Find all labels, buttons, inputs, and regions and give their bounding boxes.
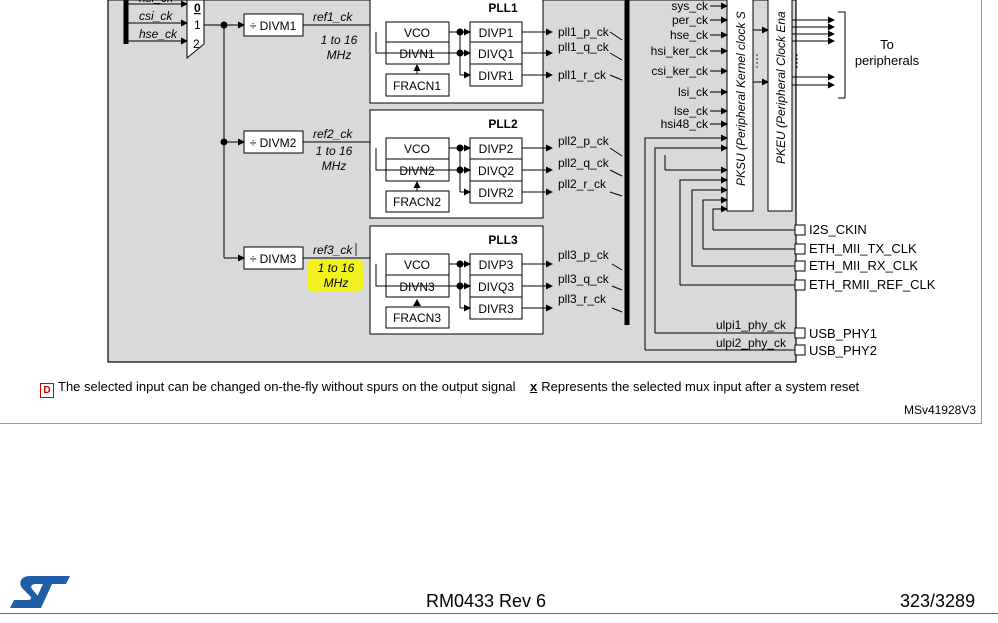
pll-output-wiring xyxy=(609,31,623,313)
pin-eth-rmii: ETH_RMII_REF_CLK xyxy=(809,277,936,292)
pll2-r-label: pll2_r_ck xyxy=(558,177,607,191)
divr2-label: DIVR2 xyxy=(478,186,514,200)
mux-sel-0: 0 xyxy=(194,1,201,15)
pll1-q-label: pll1_q_ck xyxy=(558,40,610,54)
range1-line2: MHz xyxy=(327,48,352,62)
range3-line2: MHz xyxy=(324,276,349,290)
pin-eth-tx: ETH_MII_TX_CLK xyxy=(809,241,917,256)
clk-csi-ker: csi_ker_ck xyxy=(651,64,709,78)
to-peripherals-line2: peripherals xyxy=(855,53,920,68)
clk-hsi48: hsi48_ck xyxy=(661,117,709,131)
pll1-p-label: pll1_p_ck xyxy=(558,25,610,39)
clk-sys: sys_ck xyxy=(671,0,709,13)
pin-squares xyxy=(794,224,806,356)
range2-line1: 1 to 16 xyxy=(316,144,353,158)
pll2-q-label: pll2_q_ck xyxy=(558,156,610,170)
figure-id: MSv41928V3 xyxy=(903,403,976,417)
mux-sel-1: 1 xyxy=(194,18,201,32)
pll3-p-label: pll3_p_ck xyxy=(558,248,610,262)
pll3-q-label: pll3_q_ck xyxy=(558,272,610,286)
vco3-label: VCO xyxy=(404,258,430,272)
range-highlight xyxy=(307,259,363,292)
clk-hsi-ker: hsi_ker_ck xyxy=(651,44,709,58)
pin-eth-rx: ETH_MII_RX_CLK xyxy=(809,258,918,273)
divp3-label: DIVP3 xyxy=(479,258,514,272)
fracn3-label: FRACN3 xyxy=(393,311,441,325)
divr1-label: DIVR1 xyxy=(478,69,514,83)
pll2-title: PLL2 xyxy=(488,117,518,131)
pin-usb-phy1: USB_PHY1 xyxy=(809,326,877,341)
pksu-column xyxy=(726,0,754,212)
legend-on-the-fly: D The selected input can be changed on-th… xyxy=(40,379,515,398)
fracn1-label: FRACN1 xyxy=(393,79,441,93)
divn1-label: DIVN1 xyxy=(399,47,435,61)
fracn3-box xyxy=(385,306,450,329)
divq2-label: DIVQ2 xyxy=(478,164,514,178)
pll2-p-label: pll2_p_ck xyxy=(558,134,610,148)
range3-line1: 1 to 16 xyxy=(318,261,355,275)
divm2-label: ÷ DIVM2 xyxy=(250,136,297,150)
ref1-label: ref1_ck xyxy=(313,10,353,24)
clk-hse: hse_ck xyxy=(670,28,709,42)
range2-line2: MHz xyxy=(322,159,347,173)
pin-i2s-ckin: I2S_CKIN xyxy=(809,222,867,237)
input-hsi: hsi_ck xyxy=(139,0,174,5)
pll1-r-label: pll1_r_ck xyxy=(558,68,607,82)
mux-sel-2: 2 xyxy=(193,37,200,51)
input-hse: hse_ck xyxy=(139,27,178,41)
pkeu-column xyxy=(767,0,793,212)
divq3-label: DIVQ3 xyxy=(478,280,514,294)
pll2-block: ÷ DIVM2 ref2_ck 1 to 16 MHz PLL2 VCO DIV… xyxy=(243,109,610,219)
external-pin-lines xyxy=(645,229,795,351)
st-logo-icon xyxy=(10,576,70,608)
d-symbol: D xyxy=(40,383,54,398)
right-clock-signals xyxy=(710,2,728,128)
divp2-label: DIVP2 xyxy=(479,142,514,156)
divn2-label: DIVN2 xyxy=(399,164,435,178)
input-csi: csi_ck xyxy=(139,9,173,23)
clk-lse: lse_ck xyxy=(674,104,709,118)
figure-frame-bottom xyxy=(0,423,982,424)
footer-rule xyxy=(0,613,998,614)
vco1-label: VCO xyxy=(404,26,430,40)
clk-per: per_ck xyxy=(672,13,709,27)
range1-line1: 1 to 16 xyxy=(321,33,358,47)
divm3-label: ÷ DIVM3 xyxy=(250,252,297,266)
to-peripherals-line1: To xyxy=(880,37,894,52)
divm1-label: ÷ DIVM1 xyxy=(250,19,297,33)
x-symbol: x xyxy=(530,379,538,394)
peripheral-outputs xyxy=(792,11,846,99)
fracn2-label: FRACN2 xyxy=(393,195,441,209)
vco2-label: VCO xyxy=(404,142,430,156)
pll3-block: ÷ DIVM3 ref3_ck 1 to 16 MHz PLL3 VCO DIV… xyxy=(243,225,610,335)
legend-d-text: The selected input can be changed on-the… xyxy=(58,379,516,394)
pll1-block: ÷ DIVM1 ref1_ck 1 to 16 MHz PLL1 VCO DIV… xyxy=(243,0,610,104)
ref3-label: ref3_ck xyxy=(313,243,353,257)
pin-usb-phy2: USB_PHY2 xyxy=(809,343,877,358)
clock-tree-diagram: 0 1 2 hsi_ck csi_ck hse_ck ÷ DIVM1 ref1_… xyxy=(107,0,936,363)
ref2-label: ref2_ck xyxy=(313,127,353,141)
clk-lsi: lsi_ck xyxy=(678,85,709,99)
signal-ulpi1: ulpi1_phy_ck xyxy=(716,318,787,332)
pkeu-label: PKEU (Peripheral Clock Ena xyxy=(774,11,788,164)
pll3-title: PLL3 xyxy=(488,233,518,247)
pksu-label: PKSU (Peripheral Kernel clock S xyxy=(734,11,748,186)
legend-x-text: Represents the selected mux input after … xyxy=(541,379,860,394)
divn3-label: DIVN3 xyxy=(399,280,435,294)
mux-output-wiring xyxy=(204,21,245,262)
pksu-feed-lines xyxy=(644,134,728,350)
signal-ulpi2: ulpi2_phy_ck xyxy=(716,336,787,350)
mux-inputs: hsi_ck csi_ck hse_ck xyxy=(126,0,188,45)
pll3-r-label: pll3_r_ck xyxy=(558,292,607,306)
document-id: RM0433 Rev 6 xyxy=(426,591,547,611)
page-number: 323/3289 xyxy=(900,591,976,611)
pll1-title: PLL1 xyxy=(488,1,518,15)
figure-frame-right xyxy=(981,0,982,424)
divr3-label: DIVR3 xyxy=(478,302,514,316)
divp1-label: DIVP1 xyxy=(479,26,514,40)
divq1-label: DIVQ1 xyxy=(478,47,514,61)
